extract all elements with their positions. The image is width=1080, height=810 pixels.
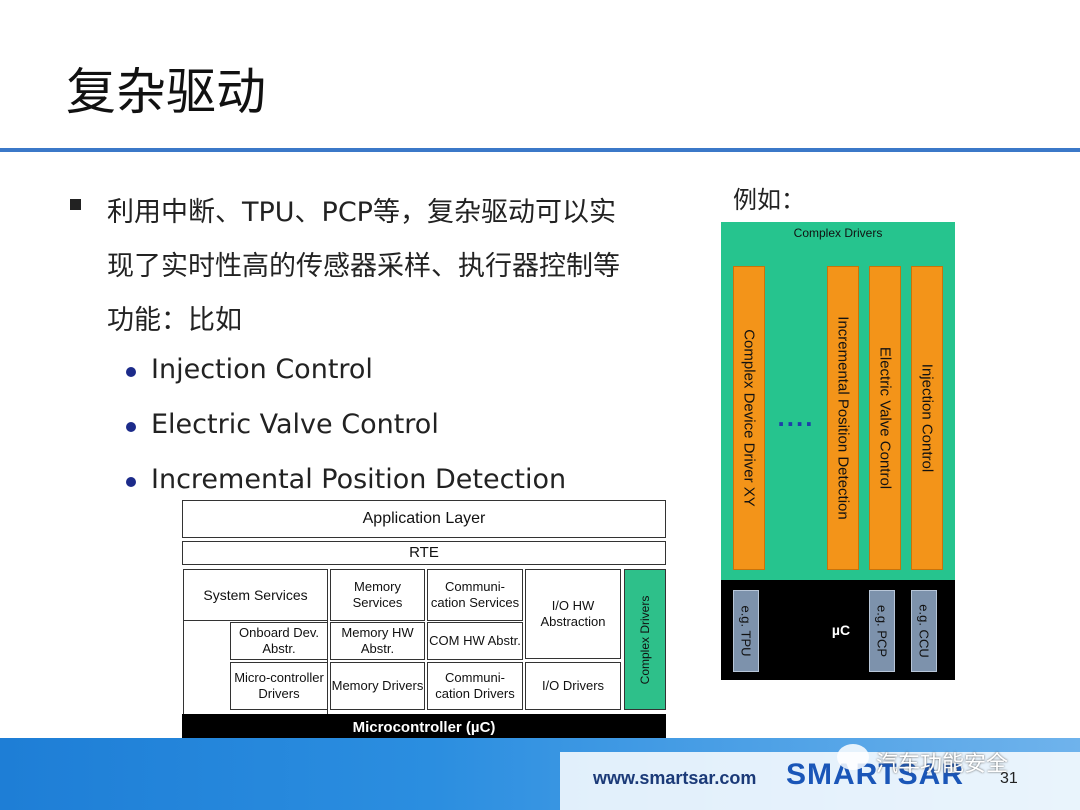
memory-services-box: Memory Services	[330, 569, 425, 621]
communication-drivers-box: Communi-cation Drivers	[427, 662, 523, 710]
hw-unit-box: e.g. PCP	[869, 590, 895, 672]
hw-unit-label: e.g. CCU	[916, 604, 932, 658]
application-layer-box: Application Layer	[182, 500, 666, 538]
onboard-dev-abstraction-box: Onboard Dev. Abstr.	[230, 622, 328, 660]
complex-drivers-label: Complex Drivers	[638, 595, 652, 684]
watermark-text: 汽车功能安全	[876, 752, 1009, 777]
hw-unit-label: e.g. TPU	[738, 605, 754, 657]
round-bullet-icon	[126, 477, 136, 487]
memory-hw-abstraction-box: Memory HW Abstr.	[330, 622, 425, 660]
complex-drivers-header: Complex Drivers	[793, 226, 883, 240]
sub-bullet-label: Injection Control	[151, 354, 373, 385]
rte-box: RTE	[182, 541, 666, 565]
io-hw-abstraction-box: I/O HW Abstraction	[525, 569, 621, 659]
driver-column: Complex Device Driver XY	[733, 266, 765, 570]
driver-column: Incremental Position Detection	[827, 266, 859, 570]
round-bullet-icon	[126, 367, 136, 377]
uc-label: µC	[831, 622, 851, 638]
driver-column-label: Complex Device Driver XY	[740, 329, 758, 507]
sub-bullet-label: Electric Valve Control	[151, 409, 439, 440]
title-divider	[0, 148, 1080, 152]
driver-column: Electric Valve Control	[869, 266, 901, 570]
wechat-icon	[837, 744, 869, 770]
io-drivers-box: I/O Drivers	[525, 662, 621, 710]
driver-column-label: Electric Valve Control	[876, 346, 894, 490]
footer-url: www.smartsar.com	[593, 768, 757, 788]
square-bullet-icon	[70, 199, 81, 210]
smartsar-logo: SMARTSAR	[786, 758, 964, 791]
communication-services-box: Communi-cation Services	[427, 569, 523, 621]
hw-unit-box: e.g. CCU	[911, 590, 937, 672]
driver-column-label: Incremental Position Detection	[834, 316, 852, 520]
driver-column: Injection Control	[911, 266, 943, 570]
footer-logo-area	[560, 752, 1080, 810]
ellipsis: ....	[777, 402, 815, 432]
complex-drivers-box: Complex Drivers	[624, 569, 666, 710]
hw-unit-label: e.g. PCP	[874, 604, 890, 658]
sub-bullet-label: Incremental Position Detection	[151, 464, 567, 495]
complex-drivers-area: Complex Drivers Complex Device Driver XY…	[721, 222, 955, 580]
autosar-architecture-diagram: Application Layer RTE System Services On…	[182, 500, 668, 742]
system-services-box: System Services	[183, 569, 328, 621]
hw-unit-box: e.g. TPU	[733, 590, 759, 672]
microcontroller-bar: Microcontroller (µC)	[182, 714, 666, 741]
microcontroller-area: e.g. TPU µC e.g. PCP e.g. CCU	[721, 580, 955, 680]
complex-drivers-example: Complex Drivers Complex Device Driver XY…	[721, 222, 955, 680]
example-label: 例如：	[733, 186, 805, 214]
driver-column-label: Injection Control	[918, 363, 936, 473]
com-hw-abstraction-box: COM HW Abstr.	[427, 622, 523, 660]
main-bullet-text: 利用中断、TPU、PCP等，复杂驱动可以实现了实时性高的传感器采样、执行器控制等…	[107, 197, 620, 336]
slide-title: 复杂驱动	[66, 63, 266, 121]
round-bullet-icon	[126, 422, 136, 432]
microcontroller-drivers-box: Micro-controller Drivers	[230, 662, 328, 710]
memory-drivers-box: Memory Drivers	[330, 662, 425, 710]
page-number: 31	[1000, 770, 1018, 787]
